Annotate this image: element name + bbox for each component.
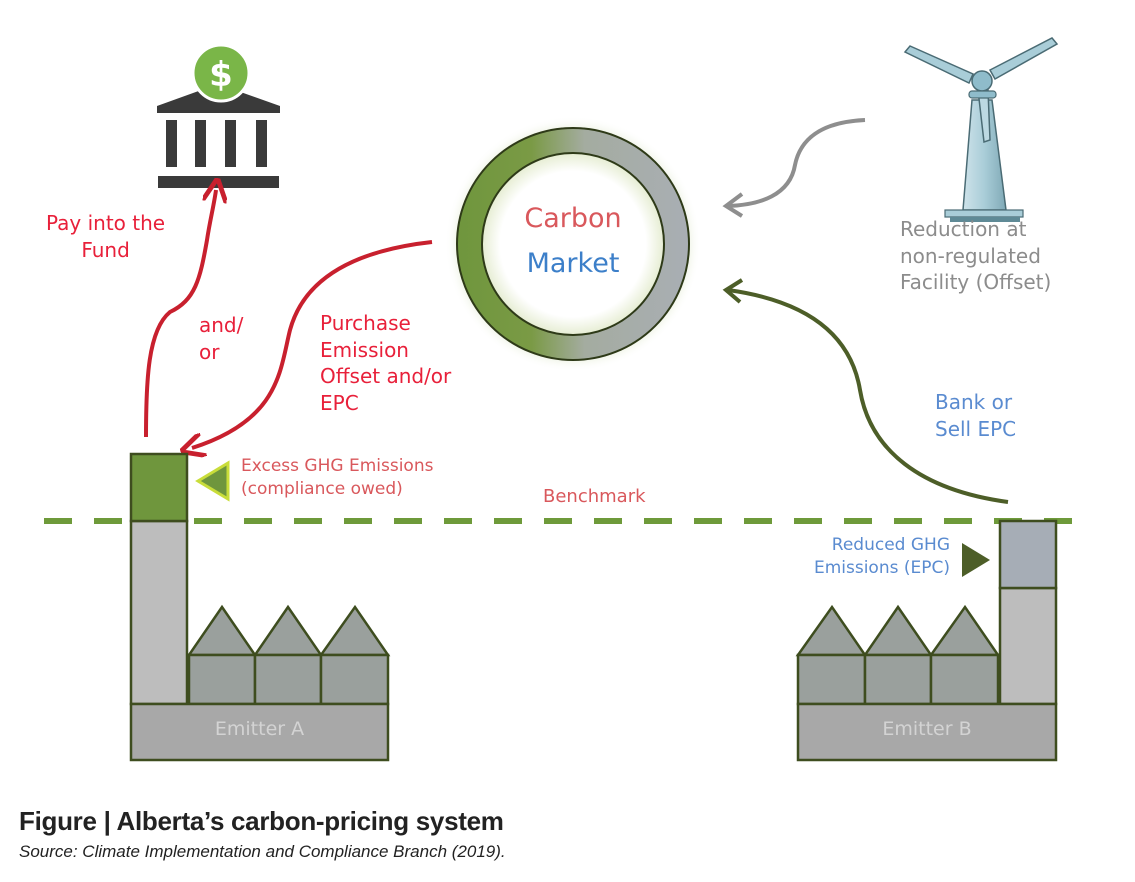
offset-arrow bbox=[727, 118, 866, 208]
emitter-a-factory bbox=[129, 452, 391, 762]
emitter-b-label: Emitter B bbox=[882, 718, 972, 740]
offset-arrowhead-icon bbox=[722, 192, 744, 218]
bank-sell-label: Bank or Sell EPC bbox=[935, 390, 1017, 441]
carbon-market-line2: Market bbox=[526, 248, 620, 279]
reduced-emissions-block bbox=[998, 519, 1058, 590]
reduced-emissions-label: Reduced GHG Emissions (EPC) bbox=[813, 535, 950, 578]
emitter-a-label: Emitter A bbox=[214, 718, 305, 740]
reduced-pointer-icon bbox=[962, 543, 990, 577]
purchase-offset-arrow bbox=[192, 240, 433, 448]
figure-title: Figure | Alberta’s carbon-pricing system bbox=[19, 806, 504, 836]
dollar-sign-icon: $ bbox=[209, 55, 233, 95]
bank-dollar-icon: $ bbox=[157, 43, 280, 188]
bank-sell-arrow bbox=[727, 288, 1009, 504]
excess-pointer-icon bbox=[195, 460, 230, 502]
benchmark-label: Benchmark bbox=[543, 486, 646, 507]
carbon-market-ring bbox=[445, 116, 701, 372]
emitter-b-factory bbox=[795, 519, 1058, 762]
pay-fund-label: Pay into the Fund bbox=[46, 211, 166, 262]
and-or-label: and/ or bbox=[199, 313, 244, 364]
bank-sell-arrowhead-icon bbox=[722, 278, 744, 304]
excess-emissions-label: Excess GHG Emissions (compliance owed) bbox=[241, 456, 434, 499]
pay-fund-arrow bbox=[144, 190, 216, 438]
excess-emissions-block bbox=[129, 452, 189, 523]
carbon-market-line1: Carbon bbox=[524, 203, 622, 234]
figure-source: Source: Climate Implementation and Compl… bbox=[19, 842, 506, 861]
offset-facility-label: Reduction at non-regulated Facility (Off… bbox=[900, 217, 1052, 295]
wind-turbine-icon bbox=[903, 37, 1059, 222]
purchase-offset-label: Purchase Emission Offset and/or EPC bbox=[320, 311, 452, 415]
